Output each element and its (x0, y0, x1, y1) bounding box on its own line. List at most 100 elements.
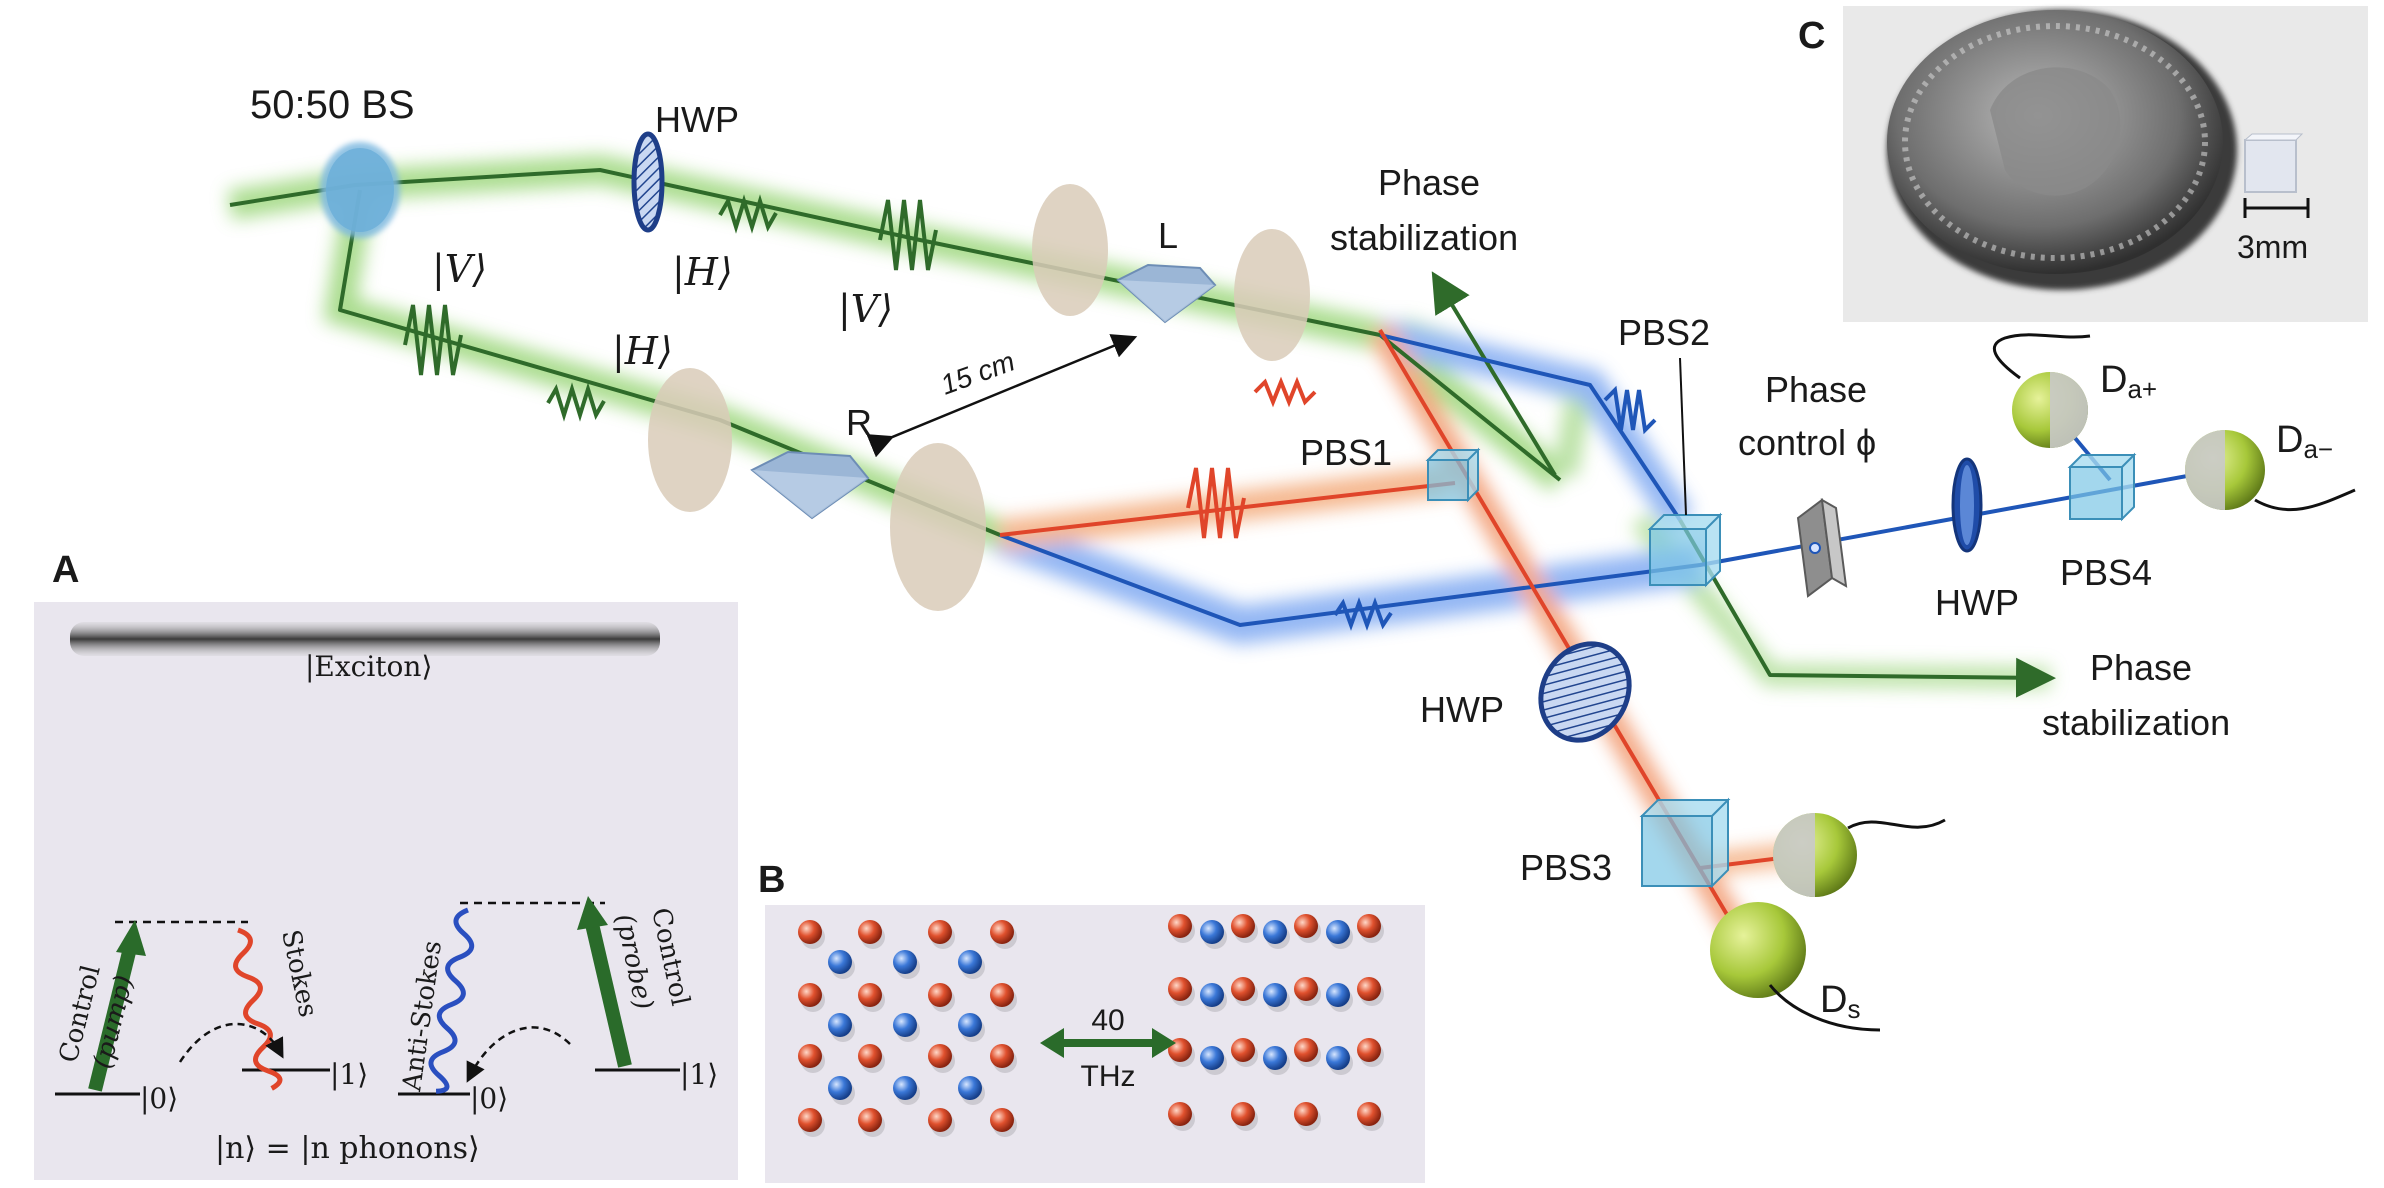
atom-red (1357, 977, 1381, 1001)
beam-splitter (320, 142, 400, 238)
lenses (648, 184, 1310, 611)
atom-red (1294, 977, 1318, 1001)
phase-stab-bottom-2: stabilization (2042, 702, 2230, 743)
lens-1 (1032, 184, 1108, 316)
decay-arrow-left (178, 1022, 284, 1063)
atom-blue (958, 1076, 982, 1100)
atom-red (858, 1108, 882, 1132)
energy-levels (55, 1068, 680, 1096)
atom-red (798, 920, 822, 944)
hwp-blue-beam (1951, 457, 1983, 553)
atom-red (1357, 1038, 1381, 1062)
packet-blue-1 (1333, 597, 1393, 631)
det-a-plus-label: Da+ (2100, 359, 2157, 404)
lens-4 (890, 443, 986, 611)
atom-blue (893, 1076, 917, 1100)
pbs4-cube (2067, 452, 2137, 522)
atom-red (1168, 1102, 1192, 1126)
phase-control-1: Phase (1765, 369, 1867, 410)
lattice-left (798, 920, 1017, 1137)
atom-red (990, 1108, 1014, 1132)
blue-beam-lower (999, 468, 2221, 627)
atom-blue (1200, 1046, 1224, 1070)
panel-c-label: C (1798, 15, 1825, 57)
atom-blue (1200, 983, 1224, 1007)
detector-pbs3 (1773, 813, 1946, 897)
distance-label: 15 cm (936, 345, 1018, 400)
det-s-label: Ds (1820, 979, 1860, 1024)
panel-a: A |Exciton⟩ |0⟩ |1⟩ |0⟩ |1⟩ (34, 549, 738, 1180)
pbs2-cube (1647, 512, 1723, 588)
lens-2 (1234, 229, 1310, 361)
packet-blue-2 (1603, 385, 1657, 435)
exciton-label: |Exciton⟩ (305, 650, 432, 683)
phase-control-2: control ϕ (1738, 422, 1876, 463)
atom-blue (828, 1013, 852, 1037)
atom-blue (1200, 920, 1224, 944)
phase-stab-top-1: Phase (1378, 162, 1480, 203)
pbs1-cube (1425, 447, 1481, 503)
anti-stokes-wave (428, 907, 475, 1094)
pbs3-label: PBS3 (1520, 847, 1612, 888)
exciton-band (70, 622, 660, 656)
atom-red (928, 983, 952, 1007)
phase-stab-top-2: stabilization (1330, 217, 1518, 258)
atom-red (990, 920, 1014, 944)
atom-red (798, 1108, 822, 1132)
atom-red (1294, 1038, 1318, 1062)
control-probe-arrow (577, 896, 632, 1068)
panel-a-background (34, 602, 738, 1180)
distance-indicator: 15 cm (866, 334, 1138, 458)
diamond-r (750, 450, 870, 520)
ket-0-right: |0⟩ (470, 1082, 508, 1115)
panel-b: B 40 THz (758, 859, 1425, 1183)
packet-green-1 (718, 194, 778, 234)
hwp-red-beam (1538, 641, 1632, 743)
atom-red (1231, 977, 1255, 1001)
lens-3 (648, 368, 732, 512)
scale-label: 3mm (2237, 229, 2308, 265)
ket-v-2: |V⟩ (838, 287, 893, 331)
scale-bar (2243, 198, 2310, 218)
ket-1-right: |1⟩ (680, 1058, 718, 1091)
lens-r-label: R (846, 402, 872, 443)
detector-a-minus (2185, 430, 2356, 512)
beam-splitter-label: 50:50 BS (250, 83, 415, 127)
ket-0-left: |0⟩ (140, 1082, 178, 1115)
level-kets: |0⟩ |1⟩ |0⟩ |1⟩ (140, 1058, 718, 1115)
control-pump-arrow (88, 920, 146, 1092)
atom-red (1294, 1102, 1318, 1126)
atom-blue (828, 1076, 852, 1100)
setup-diagram: 15 cm (227, 83, 2356, 1032)
packet-green-3 (403, 304, 463, 376)
hwp-top-label: HWP (655, 99, 739, 140)
atom-red (858, 1044, 882, 1068)
packet-red-1 (1186, 467, 1246, 539)
atom-red (1231, 1038, 1255, 1062)
pbs3-cube (1639, 797, 1731, 889)
atom-red (858, 920, 882, 944)
atom-blue (1263, 920, 1287, 944)
hwp-top (631, 131, 665, 233)
ket-1-left: |1⟩ (330, 1058, 368, 1091)
stokes-wave (233, 927, 283, 1091)
wave-packets (403, 194, 1657, 631)
atom-blue (828, 950, 852, 974)
atom-red (1231, 1102, 1255, 1126)
ket-v-1: |V⟩ (432, 247, 487, 291)
atom-red (928, 1108, 952, 1132)
pbs2-label: PBS2 (1618, 312, 1710, 353)
atom-red (990, 983, 1014, 1007)
ket-h-2: |H⟩ (612, 329, 673, 373)
packet-red-2 (1253, 376, 1317, 408)
panel-a-label: A (52, 549, 79, 591)
atom-blue (1263, 983, 1287, 1007)
atom-red (1294, 914, 1318, 938)
blue-beam-upper (1379, 333, 1682, 522)
atom-red (1357, 1102, 1381, 1126)
atom-red (858, 983, 882, 1007)
atom-red (798, 983, 822, 1007)
ket-h-1: |H⟩ (672, 250, 733, 294)
panel-b-label: B (758, 859, 785, 901)
frequency-unit: THz (1081, 1060, 1136, 1093)
